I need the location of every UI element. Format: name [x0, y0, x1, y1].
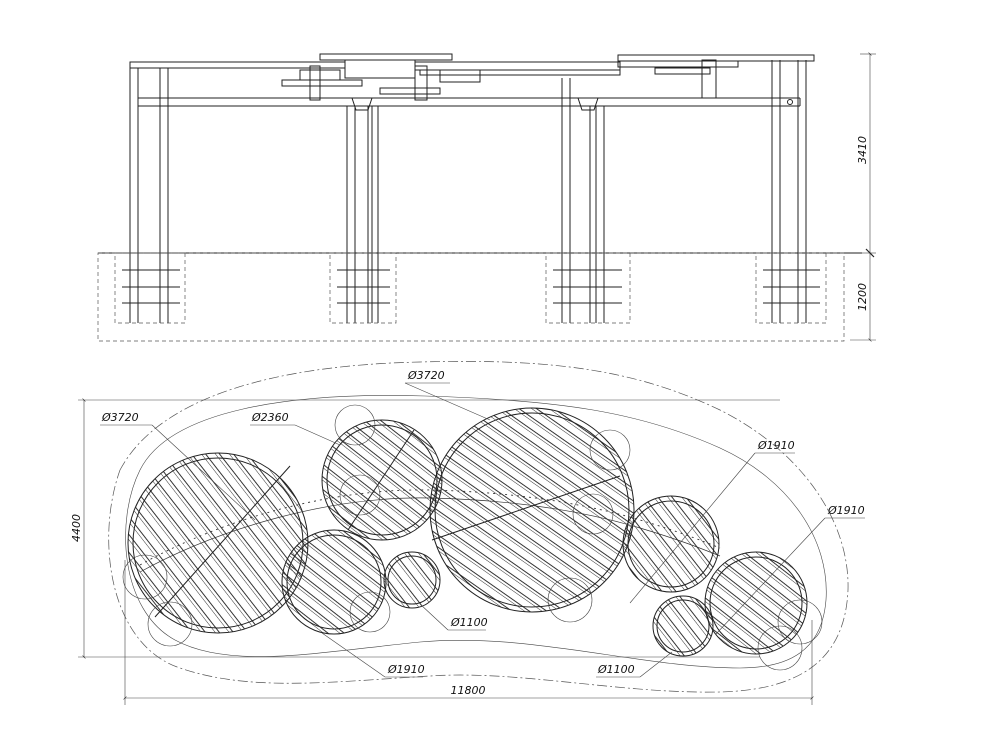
canopy-disc-g: [704, 551, 808, 655]
foundation-outline: [97, 252, 845, 342]
canopy-disc-e: [383, 551, 441, 609]
column-markers: [122, 404, 823, 671]
anchor-bolts: [122, 269, 820, 304]
canopy-disc-h: [652, 595, 714, 657]
canopy-disc-f: [622, 495, 720, 593]
callout-d1910-right-top: Ø1910: [757, 439, 795, 452]
callout-d1100-right: Ø1100: [597, 663, 635, 676]
columns: [129, 60, 807, 323]
elevation-dimension-line: [850, 52, 876, 342]
canopy-disc-a: [127, 452, 309, 634]
beam-path: [139, 489, 721, 566]
site-boundary: [108, 360, 849, 693]
footings: [114, 252, 827, 324]
plan-view: 4400 11800 Ø3720 Ø2360 Ø3720 Ø1910 Ø1910…: [70, 360, 865, 705]
canopy-disc-b: [321, 419, 443, 541]
callout-d1100-center: Ø1100: [450, 616, 488, 629]
plan-dimension-lines: [78, 398, 814, 705]
dimension-4400: 4400: [70, 514, 83, 542]
main-beams: [137, 97, 801, 107]
dimension-3410: 3410: [856, 136, 869, 164]
elevation-view: 3410 1200: [97, 52, 876, 342]
canopy-disc-c: [429, 407, 635, 613]
beam-path-inner: [139, 497, 721, 573]
callout-d1910-right: Ø1910: [827, 504, 865, 517]
dimension-1200: 1200: [856, 283, 869, 311]
callout-d3720-center: Ø3720: [407, 369, 445, 382]
pavement-outline: [125, 395, 827, 669]
callout-d2360: Ø2360: [251, 411, 289, 424]
dimension-11800: 11800: [451, 684, 486, 697]
callout-d3720-left: Ø3720: [101, 411, 139, 424]
leader-lines: [100, 382, 865, 678]
canopy-disc-d: [281, 529, 387, 635]
callout-d1910-bottom: Ø1910: [387, 663, 425, 676]
canopy-plates: [129, 53, 815, 101]
